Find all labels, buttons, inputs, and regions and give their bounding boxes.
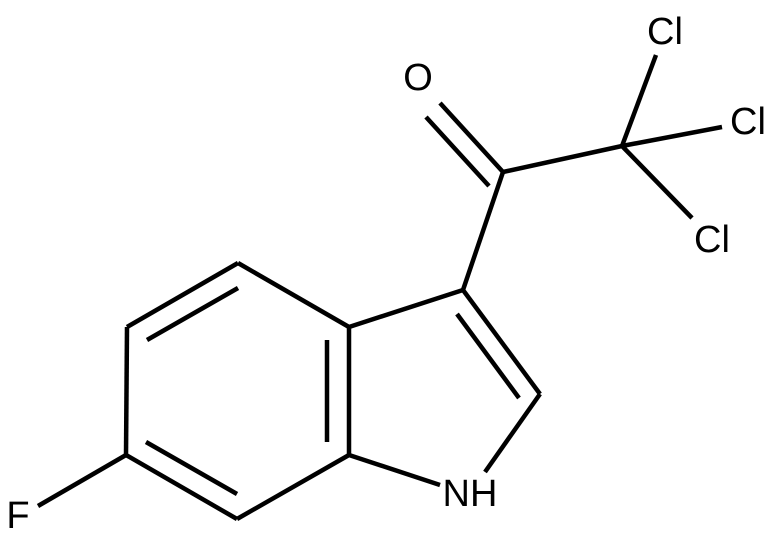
atom-label-chlorine-lower: Cl — [694, 219, 730, 261]
atom-label-oxygen: O — [403, 57, 433, 99]
atom-label-fluorine: F — [6, 495, 29, 537]
bond-c4-c3a — [236, 261, 351, 329]
atom-label-chlorine-top: Cl — [647, 11, 683, 53]
bond-c3a-c3 — [348, 287, 464, 330]
bond-c6-f — [36, 453, 128, 508]
bond-ccl3-cl-right — [621, 124, 723, 149]
bond-c6-c5 — [123, 326, 130, 456]
bond-c7a-c7 — [235, 453, 351, 521]
bond-c5-c4 — [125, 261, 240, 329]
bond-c2-n1 — [483, 392, 542, 474]
bond-c3-c2 — [461, 288, 542, 396]
bond-carbonyl-ccl3 — [502, 143, 623, 175]
bond-co-double-2 — [424, 115, 491, 188]
atom-label-chlorine-right: Cl — [730, 101, 766, 143]
bond-ccl3-cl-lower — [620, 144, 694, 220]
bond-c7-c6 — [124, 453, 239, 521]
bond-c3-carbonyl — [460, 171, 506, 291]
bond-c7-c6-inner — [144, 440, 239, 496]
bond-c5-c4-inner — [145, 286, 240, 342]
bond-co-double-1 — [438, 101, 505, 174]
bond-ccl3-cl-top — [619, 54, 659, 147]
atom-label-nh: NH — [443, 473, 498, 515]
bond-c7a-n1 — [348, 452, 441, 488]
bond-c3-c2-inner — [455, 312, 521, 400]
